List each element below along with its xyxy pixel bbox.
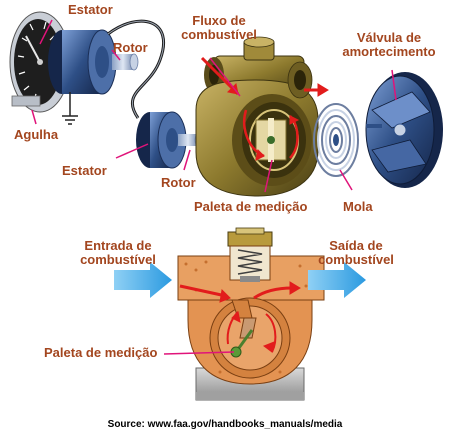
label-saida-line2: combustível	[318, 252, 394, 267]
label-valvula-de-amortecimento: Válvula de amortecimento	[330, 31, 448, 59]
gauge-needle	[25, 35, 41, 63]
bottom-stator	[136, 111, 187, 169]
label-entrada-line2: combustível	[80, 252, 156, 267]
label-saida-line1: Saída de	[329, 238, 383, 253]
bottom-flow-arrows	[179, 281, 301, 353]
label-estator-top: Estator	[68, 2, 113, 17]
spring-coil	[313, 103, 359, 177]
label-entrada-line1: Entrada de	[84, 238, 152, 253]
label-rotor-bottom: Rotor	[161, 175, 196, 190]
label-rotor-top: Rotor	[113, 40, 148, 55]
label-agulha: Agulha	[14, 127, 59, 142]
cutaway-relief-valve	[227, 227, 273, 282]
label-paleta-bottom: Paleta de medição	[44, 345, 158, 360]
damper-valve	[365, 72, 443, 188]
label-mola: Mola	[343, 199, 373, 214]
metering-vane-bottom	[230, 317, 257, 358]
label-valvula-line1: Válvula de	[356, 30, 422, 45]
label-estator-bottom: Estator	[62, 163, 107, 178]
label-fluxo-line1: Fluxo de	[192, 13, 246, 28]
inlet-arrow	[114, 262, 172, 298]
brass-housing	[195, 36, 319, 197]
label-fluxo-de-combustivel: Fluxo de combustível	[176, 14, 262, 42]
label-valvula-line2: amortecimento	[342, 44, 436, 59]
label-fluxo-line2: combustível	[181, 27, 257, 42]
top-stator	[48, 29, 117, 95]
source-caption: Source: www.faa.gov/handbooks_manuals/me…	[107, 419, 343, 430]
outlet-arrow	[308, 262, 366, 298]
top-rotor	[112, 53, 139, 71]
label-entrada-de-combustivel: Entrada de combustível	[70, 239, 166, 267]
top-leader-lines	[31, 19, 397, 193]
ground-wire	[62, 92, 78, 125]
bottom-leader-line	[163, 351, 235, 355]
label-saida-de-combustivel: Saída de combustível	[308, 239, 404, 267]
top-flow-arrows	[200, 56, 329, 161]
label-paleta-top: Paleta de medição	[194, 199, 308, 214]
